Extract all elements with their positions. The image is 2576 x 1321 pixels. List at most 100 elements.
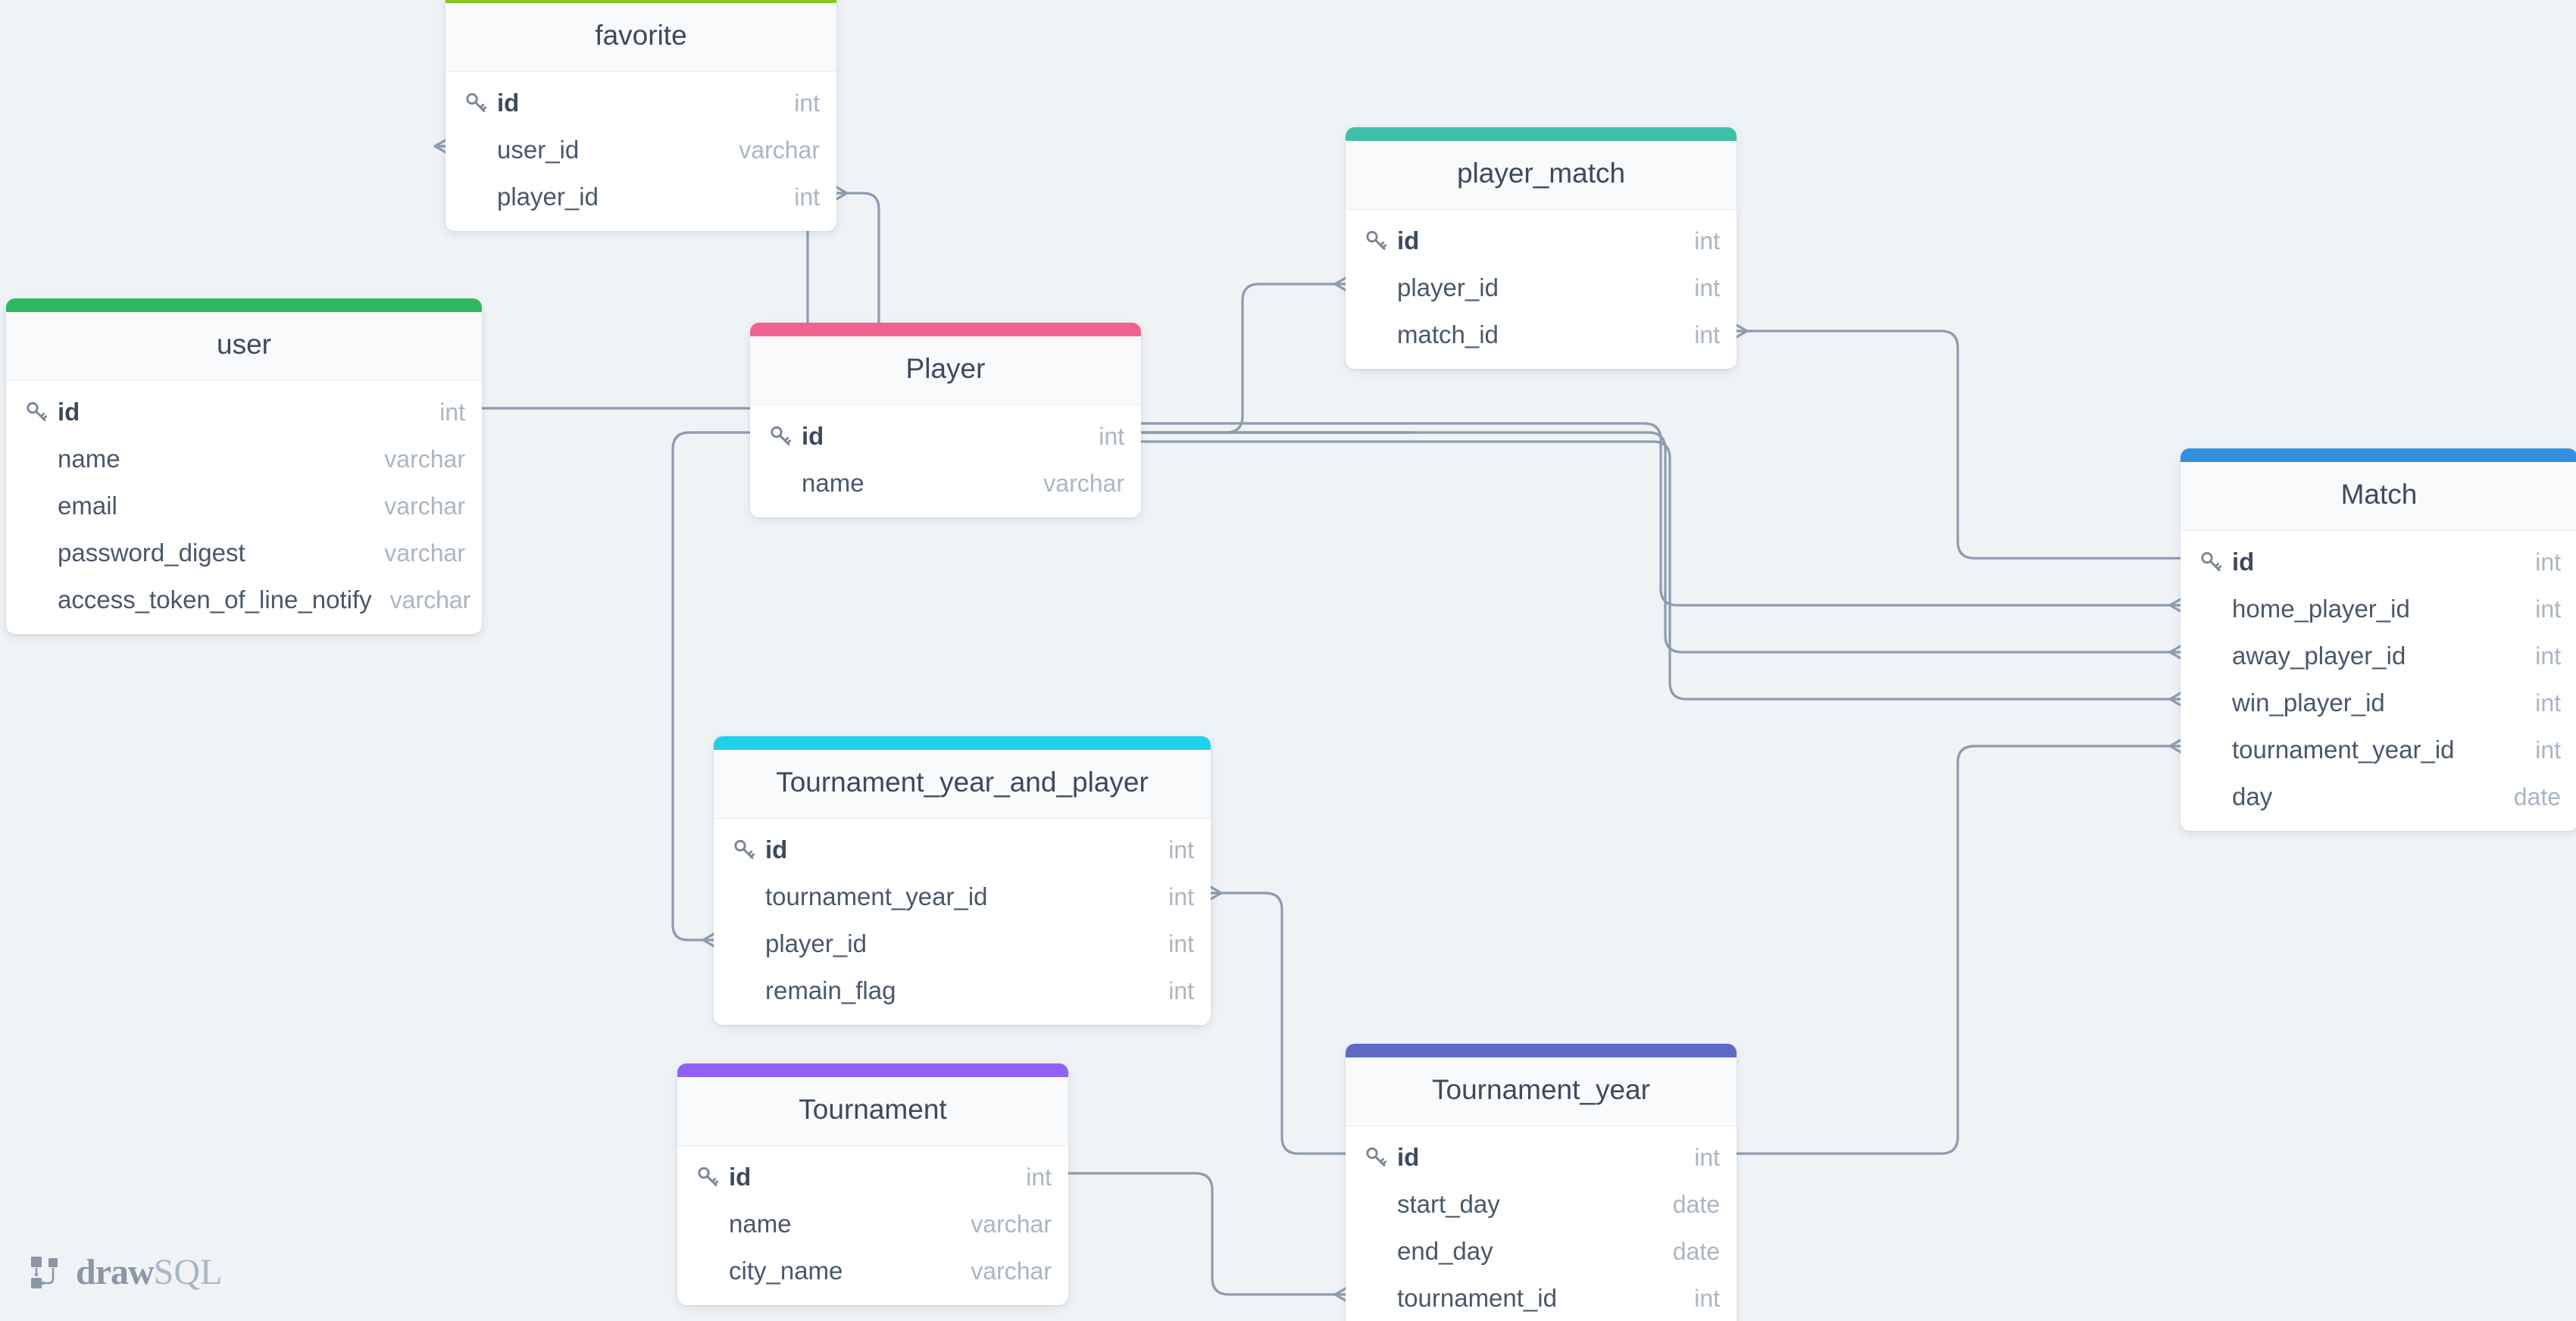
column-name: password_digest: [58, 539, 245, 567]
column-name: home_player_id: [2232, 595, 2410, 623]
relationship-line: [1220, 892, 1347, 1155]
drawsql-logo: draw SQL: [30, 1251, 222, 1293]
column-name: player_id: [1397, 273, 1499, 301]
column-type: int: [1694, 1284, 1720, 1312]
column-name: id: [729, 1163, 752, 1191]
column-row[interactable]: id int: [1346, 1134, 1737, 1181]
column-name: city_name: [729, 1257, 843, 1285]
column-row[interactable]: match_id int: [1346, 311, 1737, 358]
primary-key-icon: [696, 1164, 721, 1190]
table-accent-bar: [714, 736, 1211, 750]
column-row[interactable]: name varchar: [750, 460, 1141, 507]
relationship-line: [1067, 1172, 1336, 1296]
column-type: varchar: [739, 136, 820, 164]
column-name: id: [58, 398, 80, 426]
column-type: varchar: [1043, 469, 1124, 497]
column-row[interactable]: tournament_id int: [1346, 1275, 1737, 1321]
column-name: id: [1397, 1143, 1420, 1171]
logo-word-draw: draw: [76, 1252, 155, 1292]
column-type: int: [2535, 689, 2561, 717]
logo-word-sql: SQL: [153, 1252, 223, 1292]
column-name: tournament_year_id: [765, 882, 988, 910]
column-type: varchar: [384, 539, 465, 567]
column-type: int: [439, 398, 465, 426]
column-name: name: [58, 445, 120, 473]
table-title: Tournament_year_and_player: [714, 750, 1211, 819]
table-accent-bar: [750, 323, 1141, 336]
column-type: int: [2535, 548, 2561, 576]
column-name: tournament_id: [1397, 1284, 1557, 1312]
table-accent-bar: [1346, 1044, 1737, 1057]
column-type: int: [1694, 1143, 1720, 1171]
column-type: int: [1168, 835, 1194, 863]
primary-key-icon: [2199, 549, 2224, 575]
column-name: id: [1397, 226, 1420, 255]
column-name: access_token_of_line_notify: [58, 586, 372, 614]
column-name: player_id: [497, 183, 599, 211]
column-type: int: [1694, 273, 1720, 301]
column-type: int: [1694, 320, 1720, 348]
primary-key-icon: [1364, 1145, 1390, 1170]
relationship-line: [1735, 745, 2171, 1155]
relationship-line: [1140, 422, 2171, 607]
column-type: varchar: [384, 445, 465, 473]
column-name: name: [802, 469, 864, 497]
column-name: start_day: [1397, 1190, 1500, 1218]
column-row[interactable]: id int: [714, 826, 1211, 873]
column-name: remain_flag: [765, 976, 896, 1004]
table-title: player_match: [1346, 141, 1737, 210]
column-name: match_id: [1397, 320, 1499, 348]
relationship-line: [1140, 431, 2171, 654]
relationship-line: [1746, 329, 2182, 560]
column-row[interactable]: away_player_id int: [2181, 632, 2576, 679]
table-accent-bar: [2181, 448, 2576, 462]
column-row[interactable]: password_digest varchar: [6, 529, 482, 576]
column-name: away_player_id: [2232, 642, 2406, 670]
column-type: int: [2535, 642, 2561, 670]
table-title: Player: [750, 336, 1141, 405]
column-row[interactable]: player_id int: [1346, 264, 1737, 311]
column-name: id: [765, 835, 788, 863]
column-type: varchar: [384, 492, 465, 520]
column-type: date: [2513, 782, 2561, 810]
column-name: id: [497, 89, 520, 117]
table-accent-bar: [677, 1063, 1068, 1077]
column-row[interactable]: id int: [6, 389, 482, 436]
column-row[interactable]: name varchar: [6, 436, 482, 482]
